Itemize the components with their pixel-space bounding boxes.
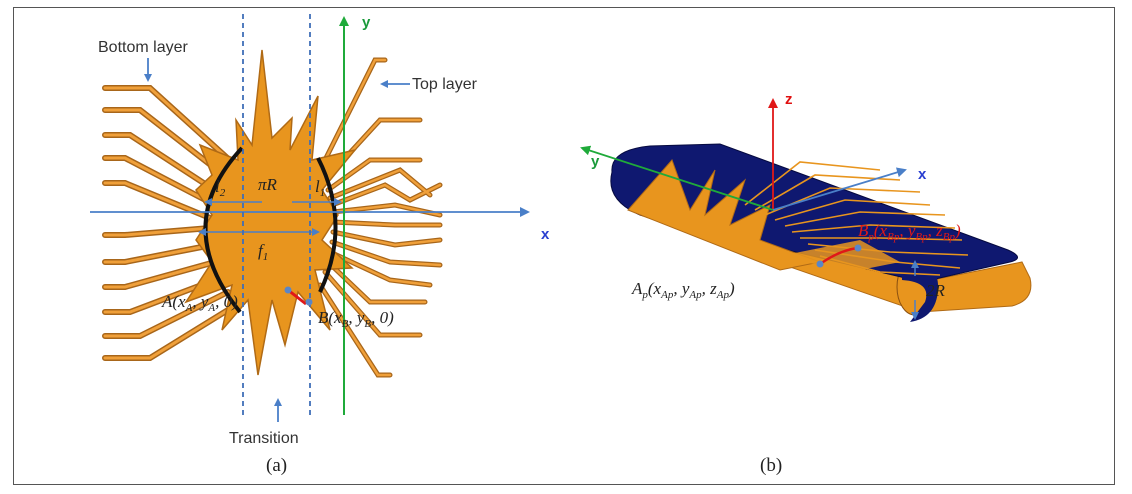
label-z-axis-b: z — [785, 91, 793, 108]
label-l2: l2 — [215, 177, 226, 199]
label-point-bp: Bp(xBp, yBp, zBp) — [858, 221, 961, 243]
y-axis-b — [580, 145, 774, 211]
label-point-a: A(xA, yA, 0) — [161, 292, 238, 314]
label-2r: 2R — [926, 281, 946, 300]
label-x-axis-a: x — [541, 226, 550, 243]
point-ap-marker — [816, 260, 824, 268]
point-bp-marker — [854, 244, 862, 252]
label-transition: Transition — [229, 430, 299, 447]
caption-b: (b) — [760, 455, 782, 476]
label-pi-r: πR — [258, 175, 278, 194]
panel-b: z x y Ap(xAp, yAp, zAp) Bp(xBp, yBp, zBp… — [580, 91, 1032, 476]
label-top-layer: Top layer — [412, 76, 478, 93]
caption-a: (a) — [266, 455, 287, 476]
point-a-marker — [284, 286, 292, 294]
label-l1: l1 — [315, 177, 325, 199]
label-y-axis-a: y — [362, 14, 371, 31]
right-arc — [316, 157, 338, 293]
panel-a: Bottom layer Top layer Transition x y l2… — [90, 14, 550, 476]
label-y-axis-b: y — [591, 153, 600, 170]
left-arc — [203, 146, 244, 314]
label-f1: f1 — [258, 241, 268, 263]
label-point-b: B(xB, yB, 0) — [318, 308, 394, 330]
x-axis-b — [772, 167, 907, 211]
label-x-axis-b: x — [918, 166, 927, 183]
label-point-ap: Ap(xAp, yAp, zAp) — [631, 279, 735, 301]
top-layer-traces — [317, 57, 443, 378]
point-b-marker — [305, 298, 313, 306]
label-bottom-layer: Bottom layer — [98, 39, 188, 56]
substrate-curl — [902, 265, 939, 322]
